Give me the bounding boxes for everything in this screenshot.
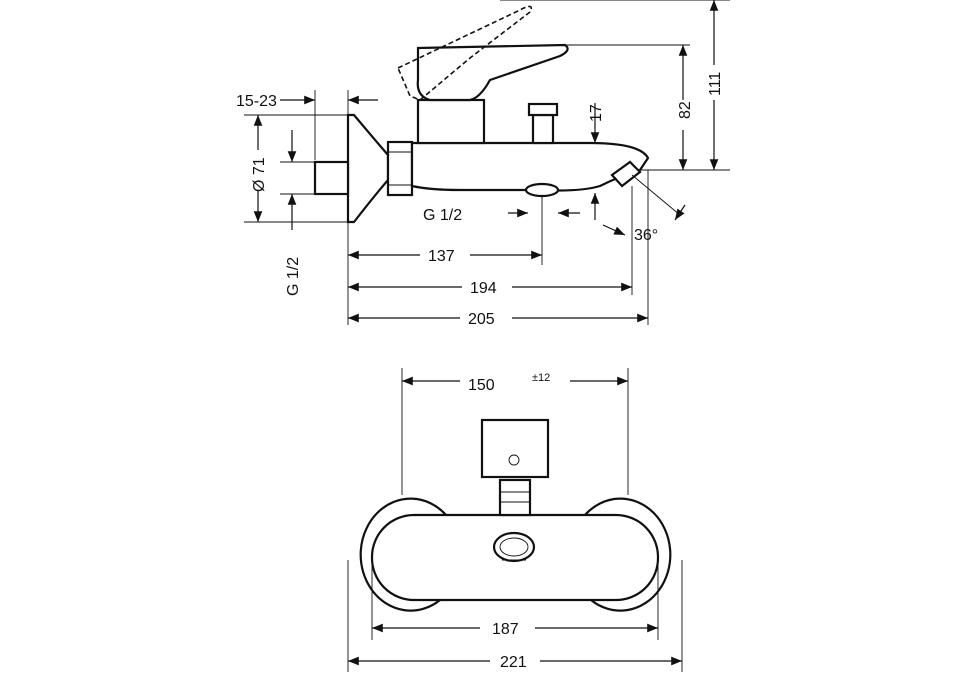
dim-221-label: 221 <box>500 654 527 671</box>
dim-g12-inlet-label: G 1/2 <box>285 257 302 296</box>
spout-outlet <box>610 160 642 188</box>
spout-outlet-front <box>492 531 536 563</box>
dim-150-label: 150 <box>468 377 495 394</box>
dim-17-label: 17 <box>588 104 605 122</box>
dim-82-label: 82 <box>677 101 694 119</box>
hex-nut <box>386 140 414 197</box>
dim-137-label: 137 <box>428 248 455 265</box>
front-view: 150 ±12 187 221 <box>347 368 683 672</box>
lever-handle <box>416 43 569 102</box>
lever-handle-front <box>480 418 550 479</box>
dim-111-label: 111 <box>707 72 724 96</box>
diverter-front <box>498 478 532 517</box>
dim-187-label: 187 <box>492 621 519 638</box>
dim-g12-outlet-label: G 1/2 <box>423 207 462 224</box>
side-view: 15-23 Ø 71 G 1/2 G 1/2 17 36° 82 111 137 <box>236 0 730 328</box>
inlet-nipple <box>313 160 350 196</box>
lever-open-position <box>396 5 533 101</box>
diverter-stem <box>531 113 555 145</box>
dim-15-23-label: 15-23 <box>236 93 277 110</box>
dim-205-label: 205 <box>468 311 495 328</box>
mixer-body <box>410 141 650 192</box>
cartridge-column <box>416 98 486 145</box>
wall-rosette <box>346 113 390 224</box>
dim-dia71-label: Ø 71 <box>251 157 268 192</box>
shower-outlet <box>524 182 560 198</box>
dim-tolerance-label: ±12 <box>532 372 550 384</box>
diverter-knob <box>527 102 559 117</box>
dim-36deg-label: 36° <box>634 227 658 244</box>
dim-194-label: 194 <box>470 280 497 297</box>
